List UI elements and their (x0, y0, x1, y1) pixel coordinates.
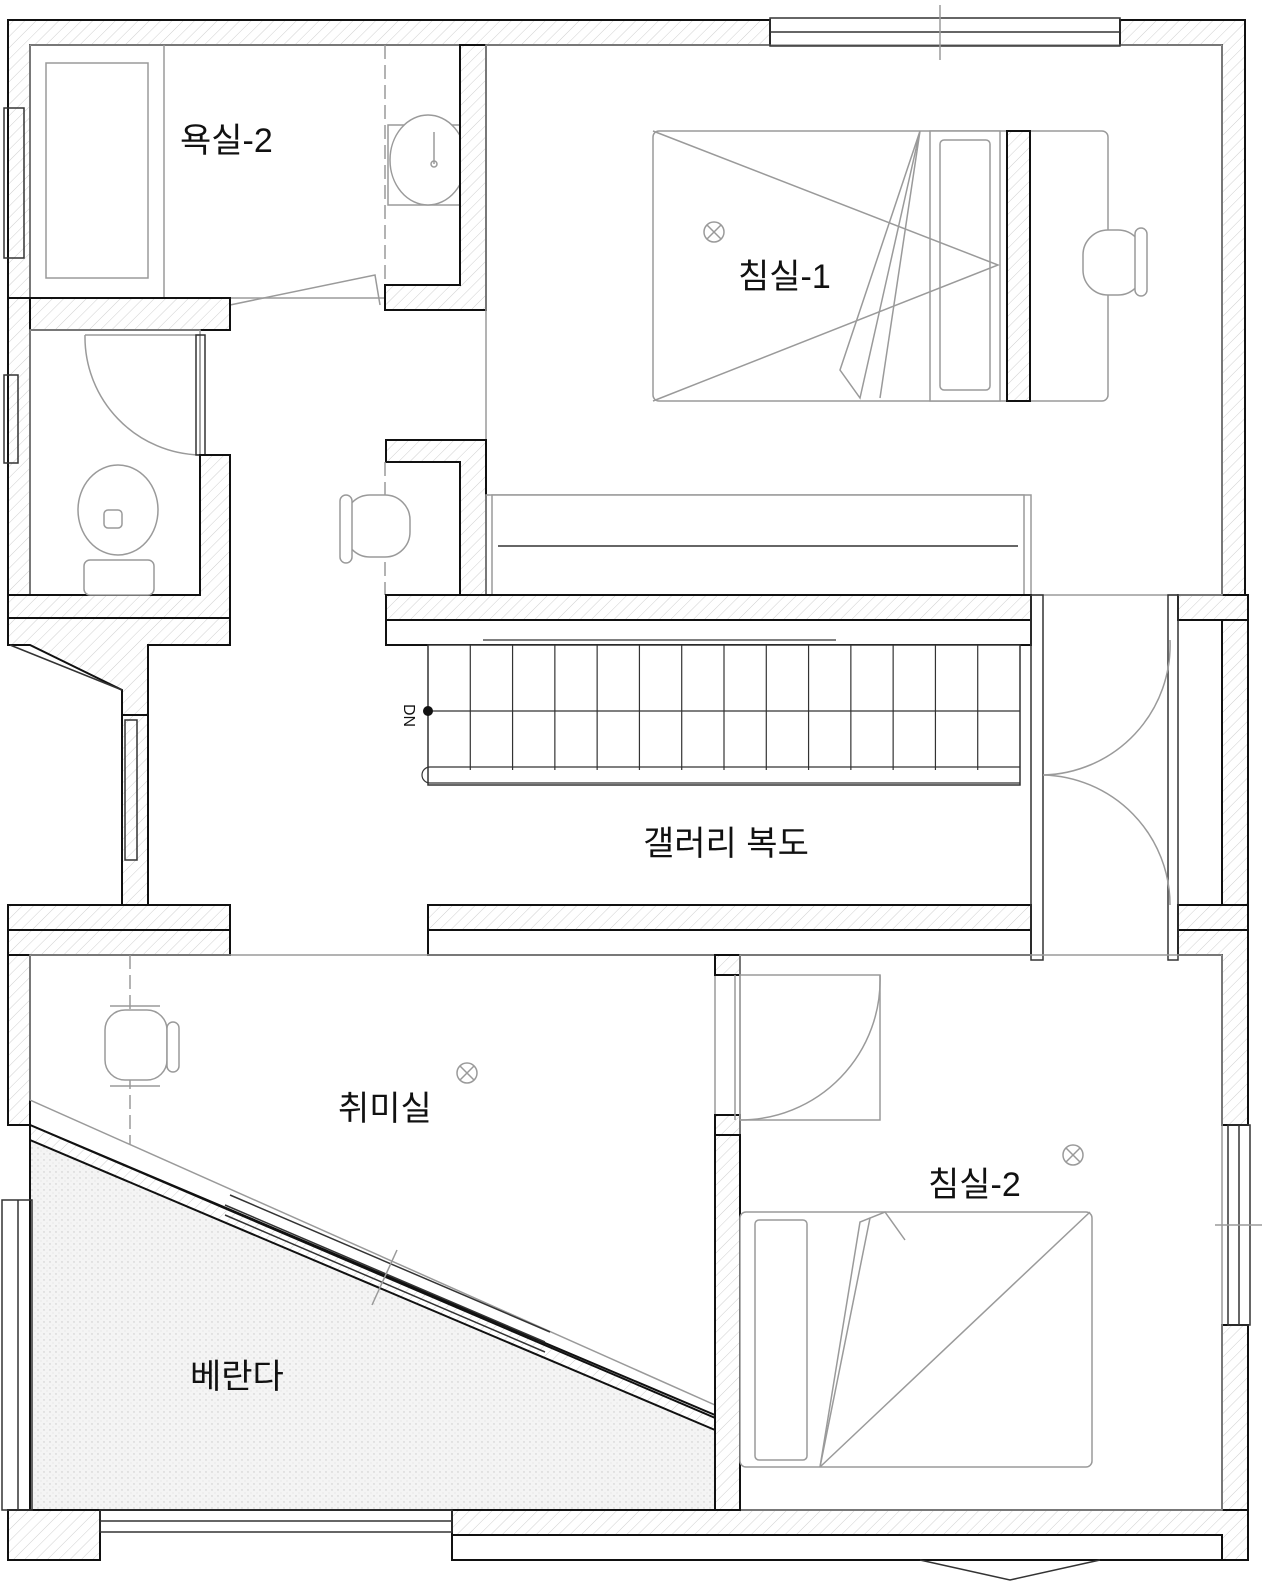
bedroom-2 (714, 954, 1262, 1511)
ceiling-light-icon (456, 1062, 478, 1084)
room-label-bedroom-2: 침실-2 (928, 1166, 1021, 1204)
stair-handrail (421, 766, 1020, 784)
bathroom-2 (29, 44, 487, 324)
room-label-hobby-room: 취미실 (338, 1090, 432, 1128)
staircase (421, 639, 1021, 786)
chair-icon (1082, 227, 1148, 297)
bedroom-1 (485, 5, 1223, 596)
room-label-bedroom-1: 침실-1 (738, 258, 831, 296)
chair-icon (339, 494, 411, 564)
sink-icon (387, 114, 467, 206)
bed-icon (739, 1211, 1093, 1468)
chair-icon (104, 1005, 180, 1087)
room-label-bathroom-2: 욕실-2 (180, 122, 273, 160)
veranda (1, 1123, 741, 1533)
study-nook (339, 439, 1032, 646)
toilet-room (3, 107, 231, 619)
room-label-gallery-corridor: 갤러리 복도 (643, 825, 809, 863)
bed-icon (652, 130, 1109, 402)
toilet-icon (77, 464, 159, 596)
stair-down-label: DN (400, 704, 417, 727)
corridor (7, 594, 1179, 961)
exterior-walls (7, 19, 1249, 1581)
room-label-veranda: 베란다 (190, 1358, 284, 1396)
stair-marker (423, 706, 433, 716)
ceiling-light-icon (1062, 1144, 1084, 1166)
ceiling-light-icon (703, 221, 725, 243)
bathtub (45, 62, 149, 279)
